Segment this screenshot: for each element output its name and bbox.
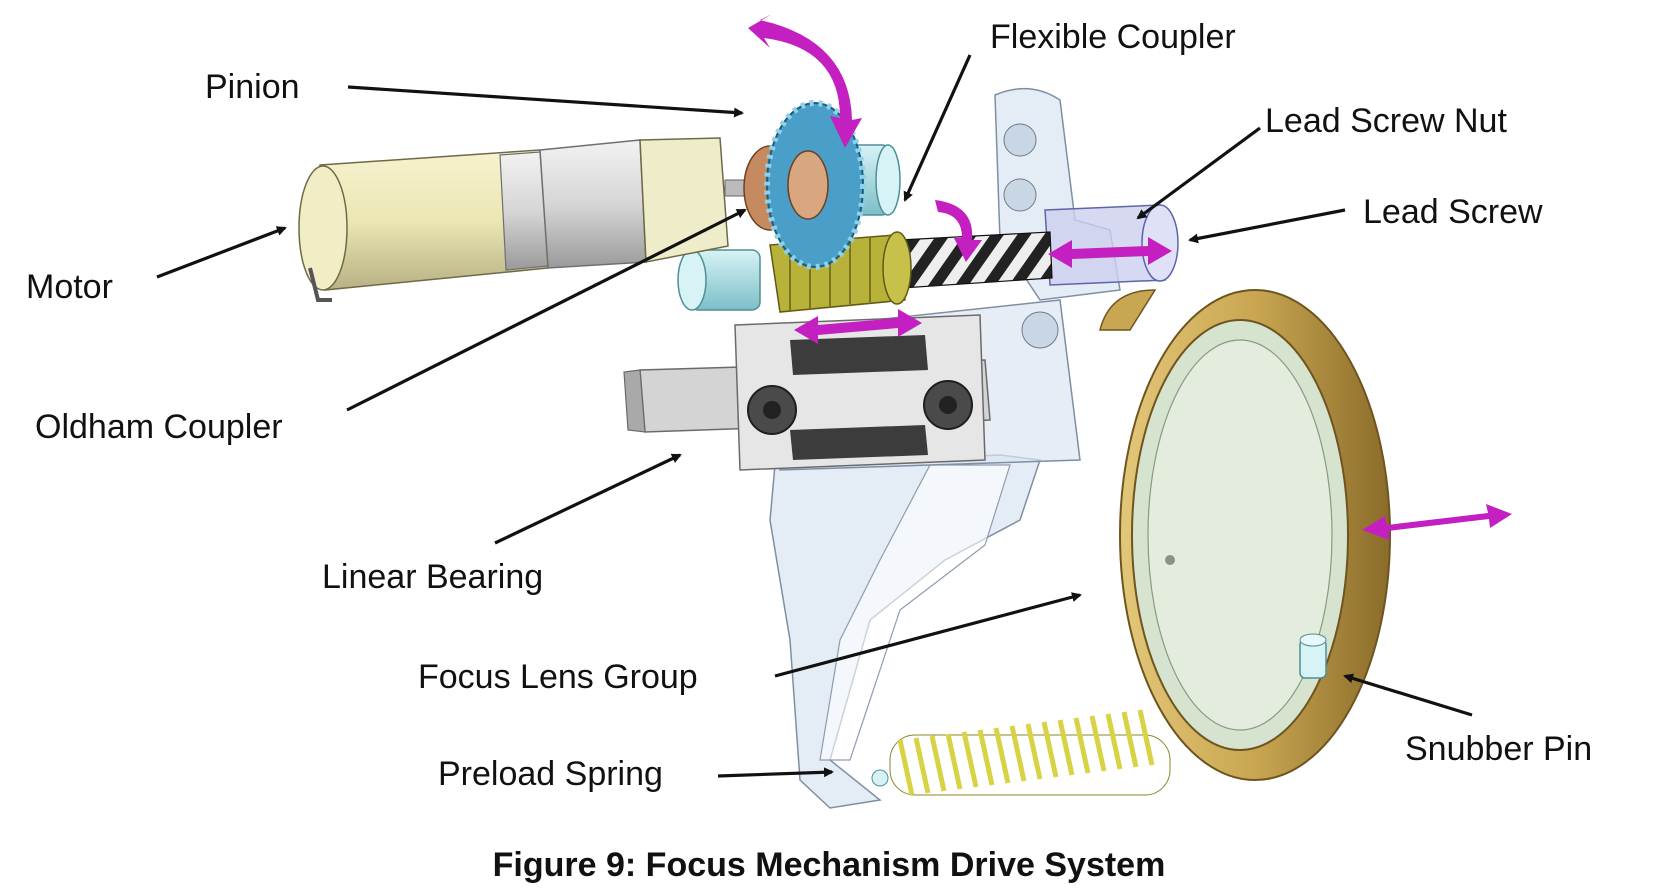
pinion-gear <box>764 100 866 270</box>
lens-translation-arrow <box>1362 504 1512 540</box>
oldham-coupler-label: Oldham Coupler <box>35 408 283 446</box>
figure-caption: Figure 9: Focus Mechanism Drive System <box>492 846 1166 884</box>
pinion-callout-arrow <box>347 85 744 118</box>
pinion-rotation-arrow <box>748 14 862 148</box>
screw-rotation-arrow <box>935 200 982 262</box>
focus-lens-group-label: Focus Lens Group <box>418 658 698 696</box>
motor-callout-arrow <box>156 226 287 279</box>
snubber-pin-callout-arrow <box>1343 673 1473 717</box>
linear-bearing-callout-arrow <box>494 453 682 545</box>
bearing-translation-arrow <box>794 309 922 344</box>
preload-spring-label: Preload Spring <box>438 755 663 793</box>
preload-spring <box>871 709 1171 796</box>
lead-screw-nut-label: Lead Screw Nut <box>1265 102 1507 140</box>
oldham-coupler-callout-arrow <box>346 208 747 412</box>
motion-arrows <box>748 14 1512 540</box>
lead-screw-nut-callout-arrow <box>1136 126 1261 220</box>
pinion-label: Pinion <box>205 68 300 106</box>
callout-arrows <box>156 54 1473 778</box>
flexible-coupler-callout-arrow <box>903 54 972 202</box>
linear-bearing-label: Linear Bearing <box>322 558 544 596</box>
snubber-pin <box>1299 633 1327 679</box>
snubber-pin-label: Snubber Pin <box>1405 730 1593 768</box>
focus-lens-group-callout-arrow <box>774 592 1082 678</box>
linear-bearing <box>623 314 991 471</box>
motor-label: Motor <box>26 268 113 306</box>
lead-screw-label: Lead Screw <box>1363 193 1543 231</box>
preload-spring-callout-arrow <box>717 767 834 778</box>
lead-screw-callout-arrow <box>1188 208 1346 244</box>
focus-lens-ring <box>1099 289 1391 781</box>
nut-translation-arrow <box>1048 237 1172 268</box>
flexible-coupler-label: Flexible Coupler <box>990 18 1236 56</box>
